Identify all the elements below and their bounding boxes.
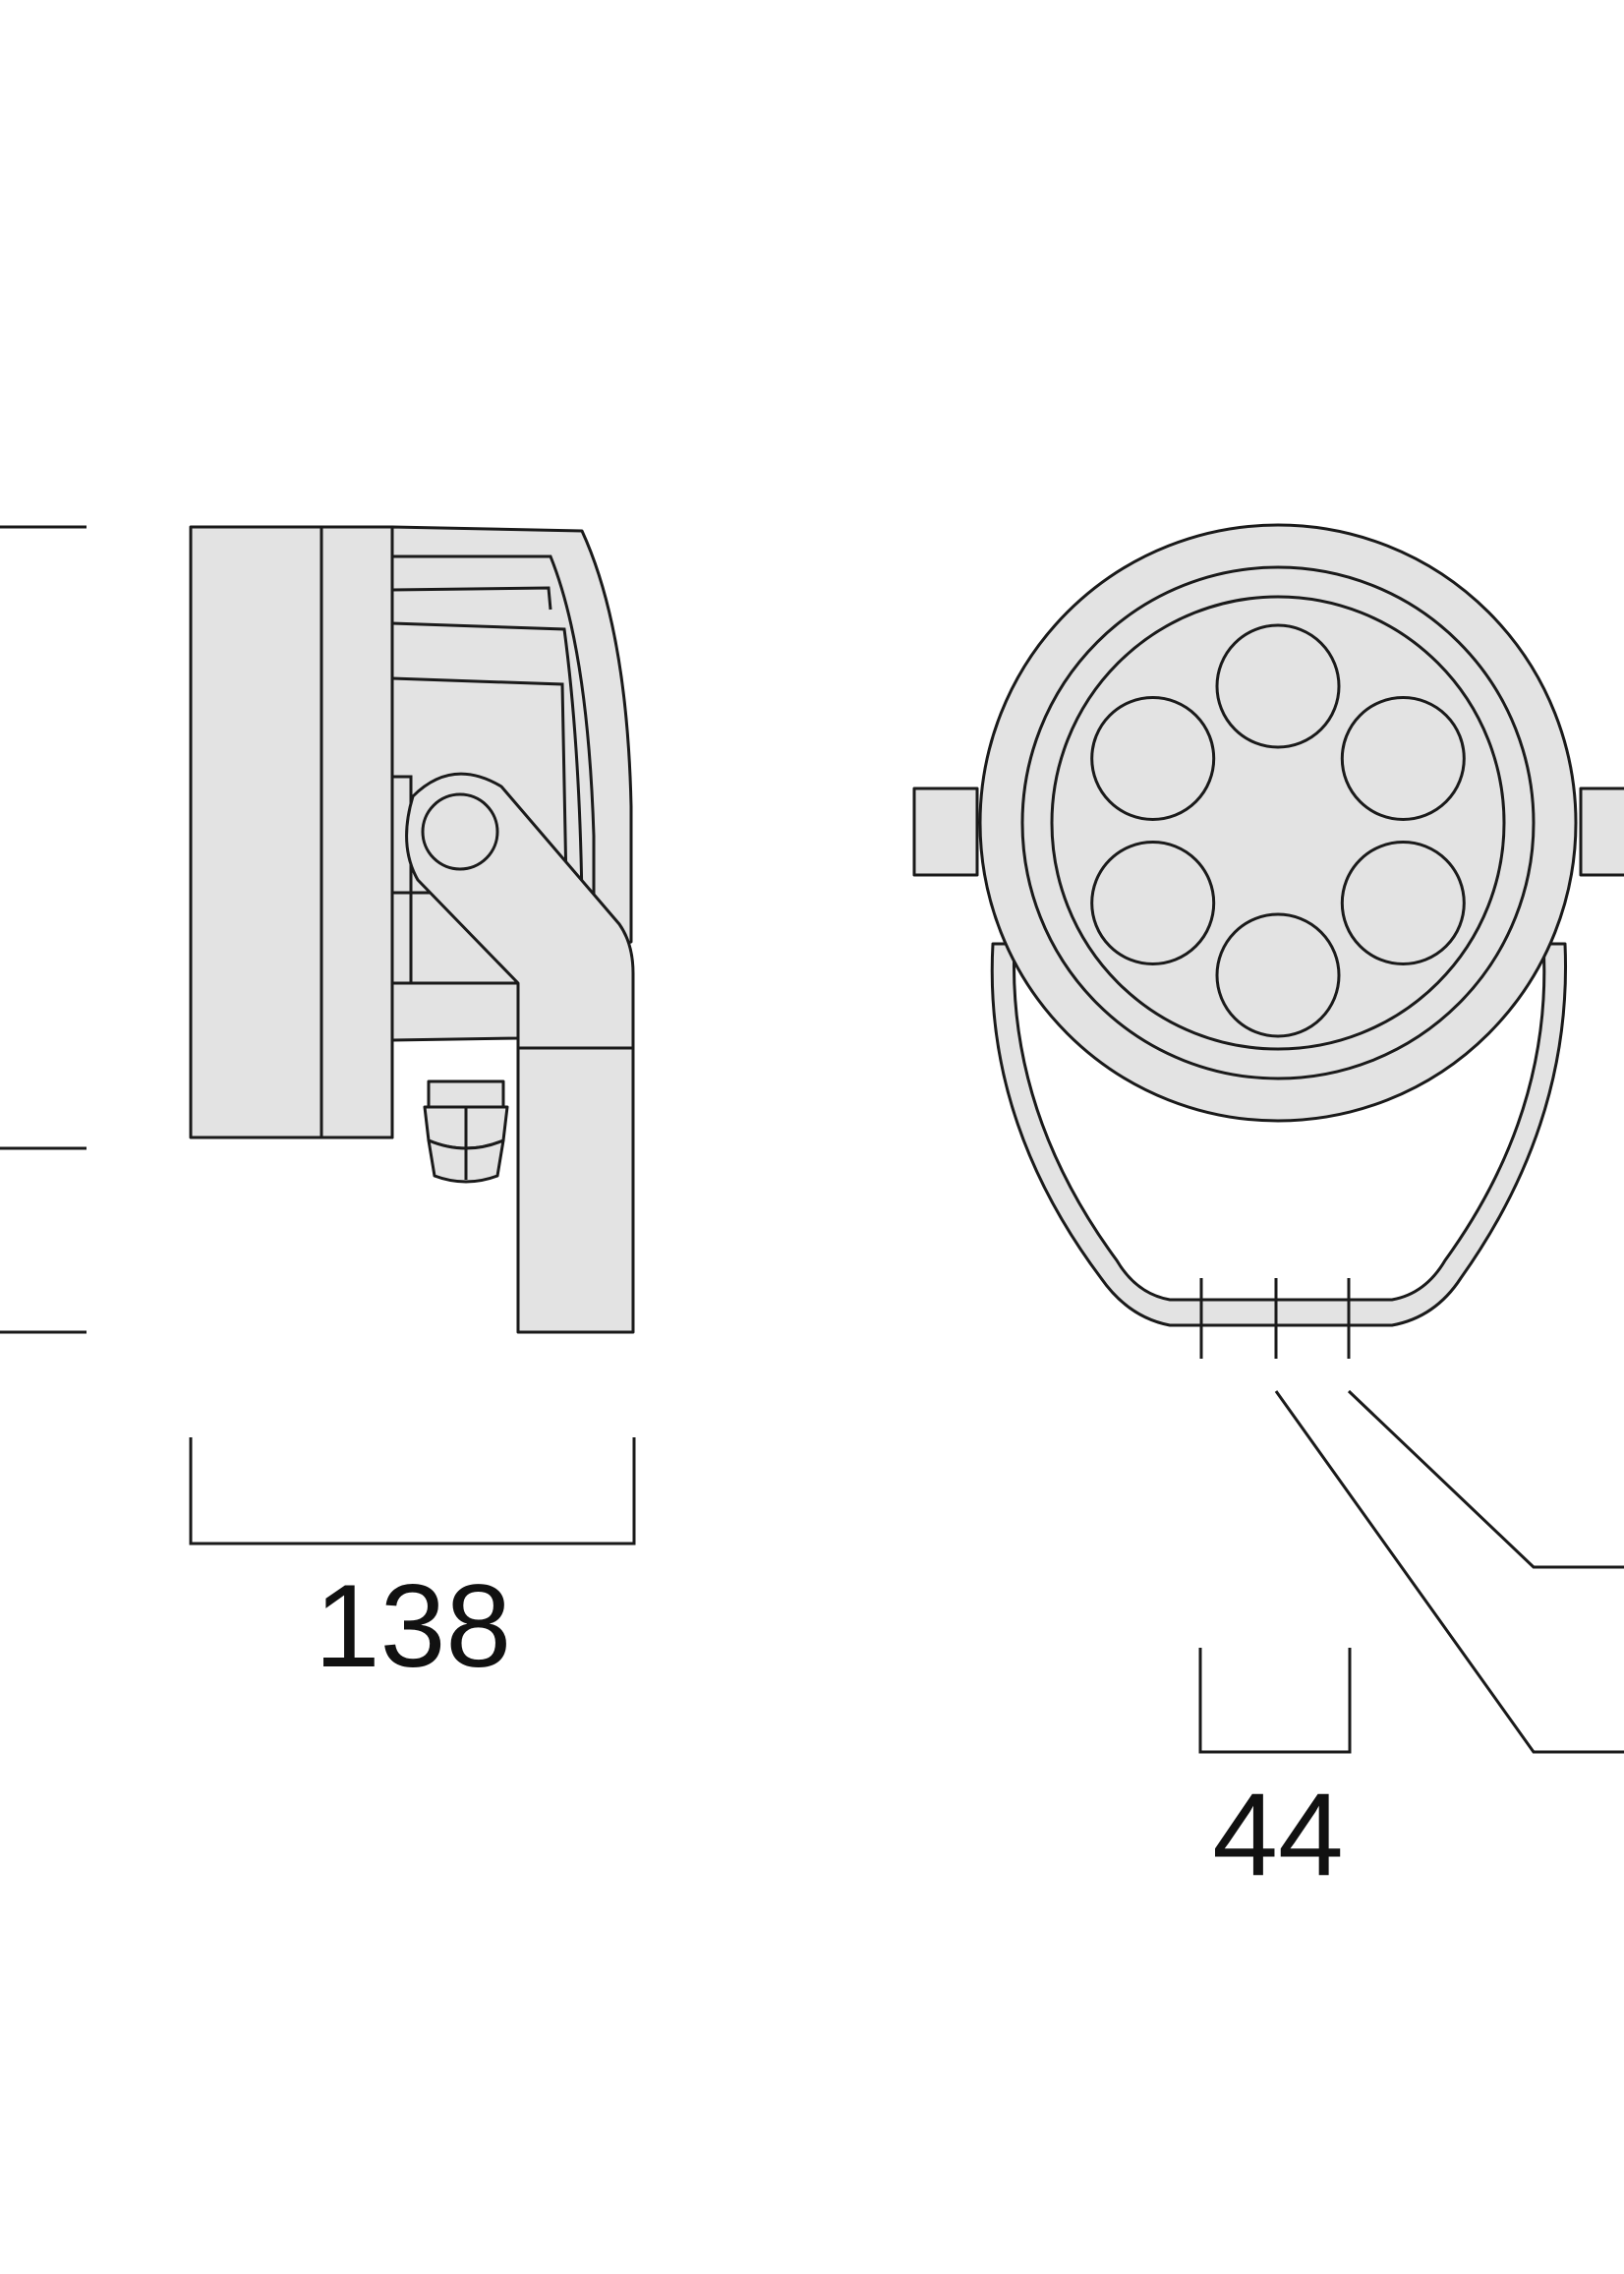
width-dimension-label: 138 bbox=[315, 1560, 511, 1692]
mounting-tab-left bbox=[912, 787, 979, 877]
led-3 bbox=[1340, 841, 1466, 965]
front-view: 44 bbox=[912, 523, 1624, 1900]
front-ring bbox=[319, 525, 394, 1139]
mount-dimension-line bbox=[1198, 1648, 1352, 1754]
cooling-fin-1 bbox=[392, 554, 596, 934]
led-2 bbox=[1340, 696, 1466, 821]
cooling-fin-3 bbox=[391, 621, 584, 905]
front-plate bbox=[189, 525, 323, 1139]
pivot-knob bbox=[421, 792, 499, 871]
housing-step bbox=[392, 775, 413, 983]
mounting-tab-right bbox=[1579, 787, 1624, 877]
leader-line-lower bbox=[1274, 1390, 1624, 1754]
cooling-fin-4 bbox=[391, 676, 568, 886]
led-4 bbox=[1215, 912, 1341, 1038]
led-5 bbox=[1090, 841, 1216, 965]
leader-line-upper bbox=[1347, 1389, 1624, 1569]
side-view: 138 bbox=[0, 525, 636, 1692]
cooling-fin-2 bbox=[391, 586, 552, 611]
width-dimension-line bbox=[189, 1437, 636, 1545]
led-array bbox=[1090, 623, 1466, 1038]
u-bracket bbox=[990, 942, 1567, 1327]
cable-gland bbox=[423, 1079, 509, 1184]
mount-dimension-label: 44 bbox=[1212, 1769, 1343, 1900]
led-1 bbox=[1215, 623, 1341, 749]
bracket-arm bbox=[405, 772, 635, 1334]
led-6 bbox=[1090, 696, 1216, 821]
